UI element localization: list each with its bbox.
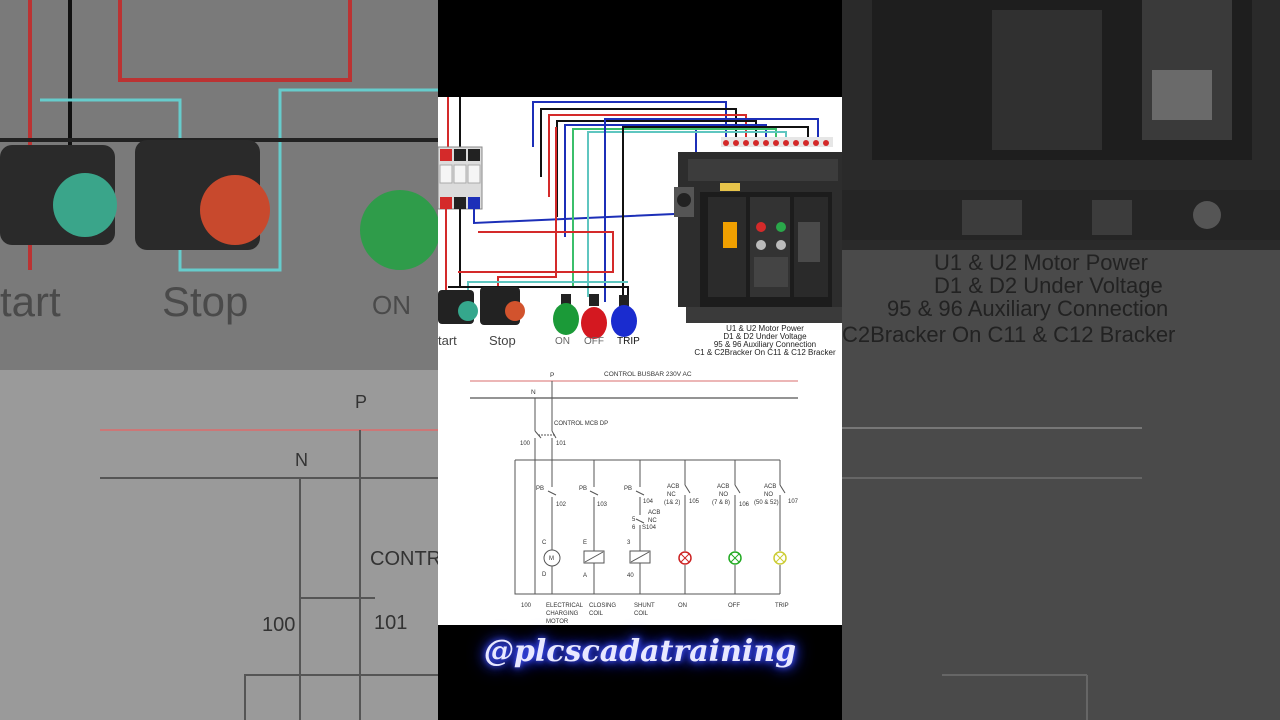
e-label: E	[583, 540, 587, 546]
left-100-label: 100	[262, 614, 296, 636]
w105-label: 105	[689, 499, 700, 505]
bus-p-label: P	[550, 372, 554, 379]
acb-caption-line-4: C1 & C2Bracker On C11 & C12 Bracker	[694, 348, 836, 357]
closing-line-1: CLOSING	[589, 603, 616, 609]
trip-lamp-label: TRIP	[617, 336, 640, 347]
shunt-line-1: SHUNT	[634, 603, 655, 609]
c-label: C	[542, 540, 547, 546]
mcb-label: CONTROL MCB DP	[554, 421, 608, 427]
nc1-term-label: (1& 2)	[664, 500, 680, 506]
bottom-on-label: ON	[678, 603, 687, 609]
shunt-line-2: COIL	[634, 611, 649, 617]
t5-label: 5	[632, 517, 636, 523]
acb2-label: ACB	[717, 484, 729, 490]
bus-n-label: N	[531, 389, 536, 396]
node-101: 101	[556, 441, 567, 447]
left-contr-label: CONTR	[370, 548, 438, 570]
on-lamp-label: ON	[555, 336, 570, 347]
acb-caption-line-3: 95 & 96 Auxiliary Connection	[713, 340, 817, 349]
acb-caption: U1 & U2 Motor Power D1 & D2 Under Voltag…	[688, 325, 842, 357]
background-right-panel: U1 & U2 Motor Power D1 & D2 Under Voltag…	[842, 0, 1280, 720]
no2-term-label: (7 & 8)	[712, 500, 730, 506]
left-n-label: N	[295, 450, 308, 470]
t6-label: 6	[632, 525, 636, 531]
pb3-label: PB	[624, 486, 632, 492]
m-label: M	[549, 556, 554, 562]
left-p-label: P	[355, 392, 368, 412]
control-schematic: CONTROL BUSBAR 230V AC P N CONTROL MCB D…	[438, 357, 842, 625]
pb1-label: PB	[536, 486, 544, 492]
schematic-graphics: CONTROL BUSBAR 230V AC P N CONTROL MCB D…	[470, 371, 799, 625]
right-line-1: U1 & U2 Motor Power	[934, 250, 1148, 275]
off-lamp-label: OFF	[584, 336, 604, 347]
node-100: 100	[520, 441, 531, 447]
right-line-2: D1 & D2 Under Voltage	[934, 273, 1163, 298]
right-line-3: 95 & 96 Auxiliary Connection	[887, 296, 1169, 321]
no3-label: NO	[764, 492, 773, 498]
stop-button-label: Stop	[489, 333, 516, 348]
no2-label: NO	[719, 492, 728, 498]
acb1-label: ACB	[667, 484, 679, 490]
acb-a-label: ACB	[648, 510, 660, 516]
w107-label: 107	[788, 499, 799, 505]
motor-line-2: CHARGING	[546, 611, 579, 617]
d-label: D	[542, 572, 547, 578]
left-101-label: 101	[374, 612, 408, 634]
nc1-label: NC	[667, 492, 676, 498]
right-line-4: C2Bracker On C11 & C12 Bracker	[842, 322, 1176, 347]
w106-label: 106	[739, 502, 750, 508]
nc-a-label: NC	[648, 518, 657, 524]
acb3-label: ACB	[764, 484, 776, 490]
pb2-label: PB	[579, 486, 587, 492]
t40-label: 40	[627, 573, 634, 579]
start-button-label: tart	[438, 333, 457, 348]
left-background-graphics	[0, 0, 438, 720]
acb-caption-line-2: D1 & D2 Under Voltage	[723, 332, 807, 341]
channel-watermark: @plcscadatraining	[483, 634, 797, 669]
left-stop-label: Stop	[162, 278, 249, 325]
no3-term-label: (50 & 52)	[754, 500, 779, 506]
video-frame: tart Stop ON OFF TRIP U1 & U2 Motor Powe…	[438, 0, 842, 720]
bus-title: CONTROL BUSBAR 230V AC	[604, 371, 692, 378]
w104-label: 104	[643, 499, 654, 505]
right-background-graphics	[842, 0, 1280, 720]
wiring-photo: tart Stop ON OFF TRIP U1 & U2 Motor Powe…	[438, 97, 842, 357]
motor-line-3: MOTOR	[546, 619, 569, 625]
s104-label: S104	[642, 525, 657, 531]
t3-label: 3	[627, 540, 631, 546]
acb-caption-line-1: U1 & U2 Motor Power	[726, 324, 804, 333]
left-on-label: ON	[372, 290, 411, 320]
wiring-graphics	[438, 97, 842, 339]
a-label: A	[583, 573, 587, 579]
background-left-panel: tart Stop ON P N CONTR 100 101	[0, 0, 438, 720]
w102-label: 102	[556, 502, 567, 508]
closing-line-2: COIL	[589, 611, 604, 617]
motor-line-1: ELECTRICAL	[546, 603, 584, 609]
left-start-label: tart	[0, 278, 61, 325]
bottom-trip-label: TRIP	[775, 603, 789, 609]
w103-label: 103	[597, 502, 608, 508]
bottom-100-label: 100	[521, 603, 532, 609]
bottom-off-label: OFF	[728, 603, 740, 609]
